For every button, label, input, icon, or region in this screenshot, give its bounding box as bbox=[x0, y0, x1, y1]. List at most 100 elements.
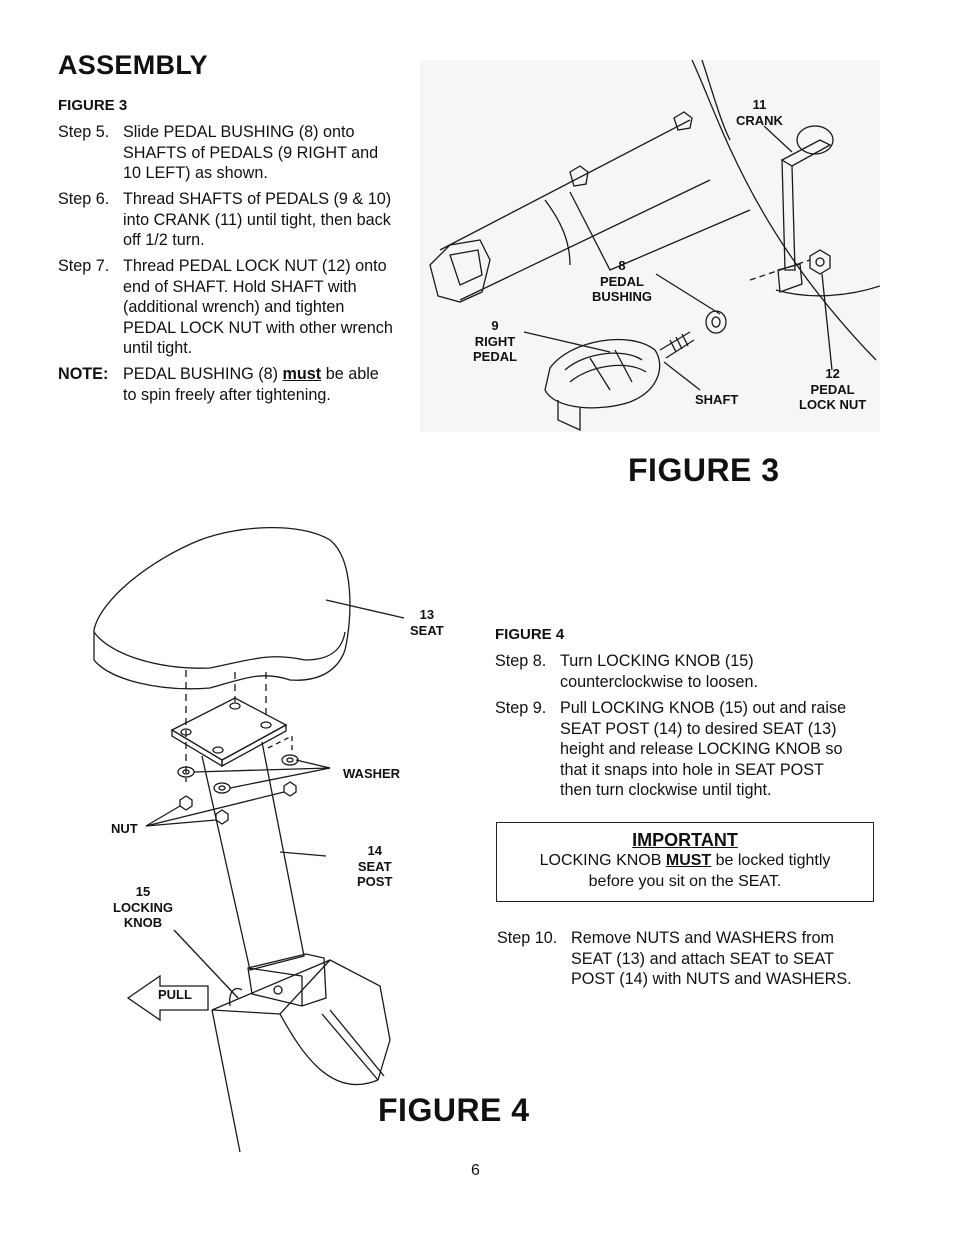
lock-nut-hole bbox=[815, 257, 825, 267]
leader-locknut bbox=[821, 273, 833, 371]
frame-tube-bottom bbox=[459, 179, 711, 301]
leader-seat bbox=[325, 599, 405, 619]
label-line: 9 bbox=[491, 318, 499, 333]
shaft-thread bbox=[681, 333, 689, 347]
label-line: 12 bbox=[825, 366, 840, 381]
pull-arrow bbox=[126, 974, 209, 1022]
label-shaft: SHAFT bbox=[695, 392, 738, 408]
frame-top bbox=[211, 959, 391, 1081]
nut bbox=[179, 795, 193, 811]
note-line-2: to spin freely after tightening. bbox=[123, 385, 331, 404]
post-clamp bbox=[247, 953, 327, 1007]
bushing-bore bbox=[711, 316, 721, 328]
label-line: BUSHING bbox=[592, 289, 652, 304]
washer-hole bbox=[286, 757, 294, 763]
page-number: 6 bbox=[471, 1162, 480, 1179]
washer-hole bbox=[218, 785, 226, 791]
plate-hole bbox=[260, 721, 272, 729]
label-line: CRANK bbox=[736, 112, 783, 128]
label-line: SEAT bbox=[410, 622, 444, 638]
pedal-tread bbox=[569, 364, 647, 383]
plate-hole bbox=[229, 702, 241, 710]
plate-hole bbox=[212, 746, 224, 754]
note-text: PEDAL BUSHING (8) bbox=[123, 365, 283, 383]
step-line: Thread PEDAL LOCK NUT (12) onto bbox=[123, 257, 387, 275]
important-text: LOCKING KNOB bbox=[539, 852, 666, 869]
step-line: Remove NUTS and WASHERS from bbox=[571, 929, 834, 947]
step-number: Step 6. bbox=[58, 190, 110, 208]
seat-post-top bbox=[267, 734, 293, 752]
label-line: 13 bbox=[419, 607, 435, 622]
step-line: Pull LOCKING KNOB (15) out and raise bbox=[560, 699, 847, 717]
label-nut: NUT bbox=[111, 821, 138, 837]
washer bbox=[281, 754, 299, 766]
step-number: Step 8. bbox=[495, 652, 547, 670]
leader-seat-post bbox=[279, 851, 327, 857]
important-notice: IMPORTANT LOCKING KNOB MUST be locked ti… bbox=[496, 822, 874, 902]
step-line: Thread SHAFTS of PEDALS (9 & 10) bbox=[123, 190, 392, 208]
step-number: Step 9. bbox=[495, 699, 547, 717]
step-line: SEAT (13) and attach SEAT to SEAT bbox=[571, 949, 835, 968]
label-line: 8 bbox=[618, 258, 626, 273]
label-line: SHAFT bbox=[695, 392, 739, 407]
crank-arm-top bbox=[780, 139, 832, 167]
seat-post bbox=[201, 741, 305, 971]
leader-crank bbox=[763, 125, 793, 153]
step-line: off 1/2 turn. bbox=[123, 231, 205, 249]
step-line: counterclockwise to loosen. bbox=[560, 672, 758, 691]
step-line: Slide PEDAL BUSHING (8) onto bbox=[123, 123, 355, 141]
step-line: POST (14) with NUTS and WASHERS. bbox=[571, 970, 852, 988]
tube-end-cap bbox=[429, 239, 491, 303]
note-text: be able bbox=[321, 365, 379, 383]
label-line: LOCKING bbox=[113, 899, 173, 915]
label-line: SEAT bbox=[357, 858, 392, 874]
figure3-subhead: FIGURE 3 bbox=[58, 97, 128, 114]
pedal-tread bbox=[564, 352, 643, 371]
pedal-body bbox=[544, 338, 661, 409]
figure4-caption: FIGURE 4 bbox=[378, 1092, 530, 1128]
step-line: 10 LEFT) as shown. bbox=[123, 164, 268, 182]
step-line: height and release LOCKING KNOB so bbox=[560, 740, 843, 758]
figure3-illustration bbox=[420, 60, 880, 432]
label-right-pedal: 9 RIGHT PEDAL bbox=[473, 318, 517, 365]
label-locking-knob: 15 LOCKING KNOB bbox=[113, 884, 173, 931]
step-number: Step 7. bbox=[58, 257, 110, 275]
leader-nut bbox=[145, 791, 285, 827]
seat-body bbox=[93, 526, 351, 690]
shaft-thread bbox=[669, 339, 677, 353]
label-seat-post: 14 SEAT POST bbox=[357, 843, 392, 890]
label-crank: 11 CRANK bbox=[736, 97, 783, 128]
step-line: that it snaps into hole in SEAT POST bbox=[560, 760, 824, 779]
frame-seam bbox=[321, 1009, 385, 1081]
step-line: SEAT POST (14) to desired SEAT (13) bbox=[560, 719, 837, 738]
label-line: POST bbox=[357, 874, 393, 889]
leader-pedal bbox=[523, 331, 611, 353]
frame-tube-side bbox=[569, 191, 751, 271]
label-washer: WASHER bbox=[343, 766, 400, 782]
figure3-caption: FIGURE 3 bbox=[628, 452, 780, 488]
label-pull: PULL bbox=[158, 987, 192, 1003]
label-line: LOCK NUT bbox=[799, 397, 867, 412]
end-cap-face bbox=[449, 249, 483, 286]
leader-nut bbox=[145, 819, 217, 827]
label-line: PEDAL bbox=[599, 273, 644, 289]
figure4-subhead: FIGURE 4 bbox=[495, 626, 565, 643]
frame-bolt bbox=[569, 165, 589, 187]
leader-bushing bbox=[655, 273, 721, 315]
shaft-thread bbox=[675, 336, 683, 350]
pedal-strap-mount bbox=[557, 400, 581, 432]
seat-edge bbox=[93, 631, 346, 669]
frame-tube-top bbox=[439, 119, 691, 251]
tube-collar bbox=[544, 199, 571, 266]
label-line: 14 bbox=[367, 843, 382, 858]
washer bbox=[213, 782, 231, 794]
label-line: NUT bbox=[111, 821, 138, 836]
housing-inner-edge bbox=[701, 60, 731, 141]
note-line-1: PEDAL BUSHING (8) must be able bbox=[123, 364, 379, 385]
label-line: PULL bbox=[158, 987, 192, 1002]
label-line: WASHER bbox=[343, 766, 401, 781]
important-line-1: LOCKING KNOB MUST be locked tightly bbox=[497, 851, 873, 872]
leader-nut bbox=[145, 805, 181, 827]
important-line-2: before you sit on the SEAT. bbox=[588, 872, 782, 890]
leader-washer bbox=[193, 767, 331, 773]
